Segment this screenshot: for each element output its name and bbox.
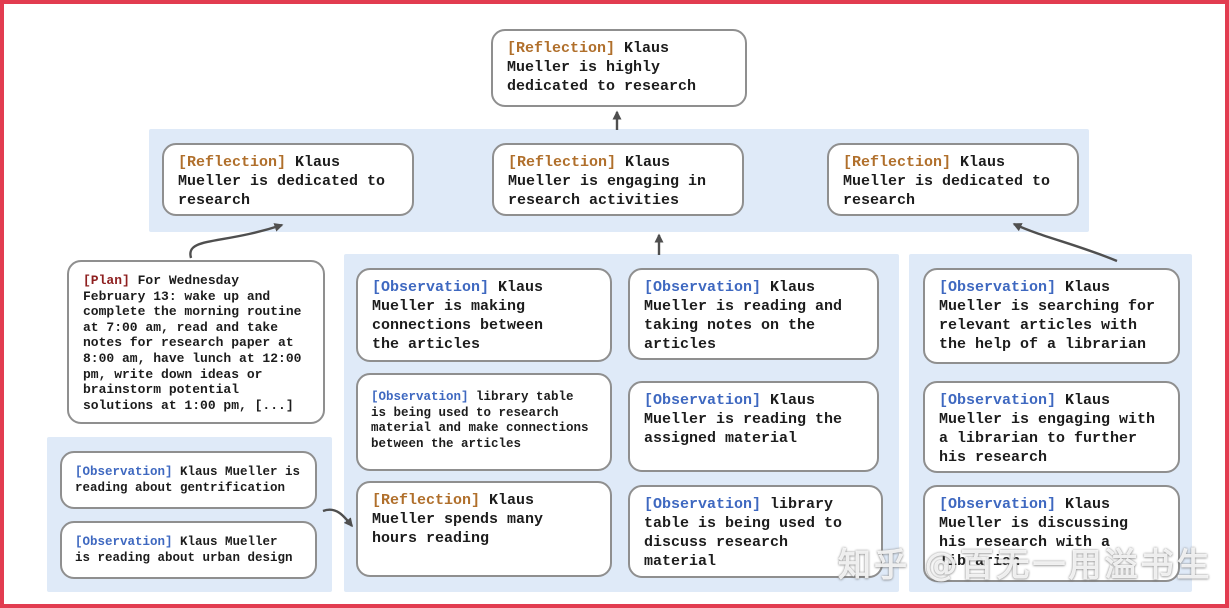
observation-tag: [Observation] <box>644 279 762 296</box>
node-text: Klaus Mueller is reading and taking note… <box>644 279 843 353</box>
reflection-root: [Reflection]Klaus Mueller is highly dedi… <box>491 29 747 107</box>
observation-searching-articles: [Observation]Klaus Mueller is searching … <box>923 268 1180 364</box>
reflection-right: [Reflection]Klaus Mueller is dedicated t… <box>827 143 1079 216</box>
observation-tag: [Observation] <box>939 279 1057 296</box>
reflection-tag: [Reflection] <box>843 154 952 171</box>
reflection-hours-reading: [Reflection]Klaus Mueller spends many ho… <box>356 481 612 577</box>
observation-discussing-librarian: [Observation]Klaus Mueller is discussing… <box>923 485 1180 582</box>
observation-assigned-material: [Observation]Klaus Mueller is reading th… <box>628 381 879 472</box>
node-text: Klaus Mueller is dedicated to research <box>843 154 1051 209</box>
node-text: Klaus Mueller is reading about urban des… <box>75 535 293 565</box>
node-text: Klaus Mueller is reading the assigned ma… <box>644 392 843 447</box>
plan-node: [Plan]For Wednesday February 13: wake up… <box>67 260 325 424</box>
observation-tag: [Observation] <box>371 390 469 404</box>
observation-tag: [Observation] <box>372 279 490 296</box>
plan-tag: [Plan] <box>83 273 130 288</box>
observation-tag: [Observation] <box>644 496 762 513</box>
reflection-tag: [Reflection] <box>372 492 481 509</box>
reflection-left: [Reflection]Klaus Mueller is dedicated t… <box>162 143 414 216</box>
observation-tag: [Observation] <box>939 496 1057 513</box>
observation-tag: [Observation] <box>939 392 1057 409</box>
observation-discuss-material: [Observation]library table is being used… <box>628 485 883 578</box>
node-text: Klaus Mueller spends many hours reading <box>372 492 544 547</box>
observation-library-table-research: [Observation]library table is being used… <box>356 373 612 471</box>
reflection-tag: [Reflection] <box>508 154 617 171</box>
node-text: Klaus Mueller is highly dedicated to res… <box>507 40 697 95</box>
observation-tag: [Observation] <box>75 465 173 479</box>
observation-gentrification: [Observation]Klaus Mueller is reading ab… <box>60 451 317 509</box>
observation-tag: [Observation] <box>644 392 762 409</box>
node-text: library table is being used to research … <box>371 390 589 451</box>
observation-taking-notes: [Observation]Klaus Mueller is reading an… <box>628 268 879 360</box>
node-text: Klaus Mueller is making connections betw… <box>372 279 544 353</box>
node-text: Klaus Mueller is engaging in research ac… <box>508 154 707 209</box>
observation-tag: [Observation] <box>75 535 173 549</box>
reflection-tag: [Reflection] <box>178 154 287 171</box>
node-text: For Wednesday February 13: wake up and c… <box>83 273 302 413</box>
reflection-mid: [Reflection]Klaus Mueller is engaging in… <box>492 143 744 216</box>
observation-making-connections: [Observation]Klaus Mueller is making con… <box>356 268 612 362</box>
observation-engaging-librarian: [Observation]Klaus Mueller is engaging w… <box>923 381 1180 473</box>
node-text: library table is being used to discuss r… <box>644 496 843 570</box>
node-text: Klaus Mueller is reading about gentrific… <box>75 465 301 495</box>
zhihu-watermark: 知乎 @百无一用溢书生 <box>838 545 1213 584</box>
reflection-tag: [Reflection] <box>507 40 616 57</box>
node-text: Klaus Mueller is engaging with a librari… <box>939 392 1156 466</box>
node-text: Klaus Mueller is searching for relevant … <box>939 279 1156 353</box>
node-text: Klaus Mueller is discussing his research… <box>939 496 1129 570</box>
observation-urban-design: [Observation]Klaus Mueller is reading ab… <box>60 521 317 579</box>
node-text: Klaus Mueller is dedicated to research <box>178 154 386 209</box>
